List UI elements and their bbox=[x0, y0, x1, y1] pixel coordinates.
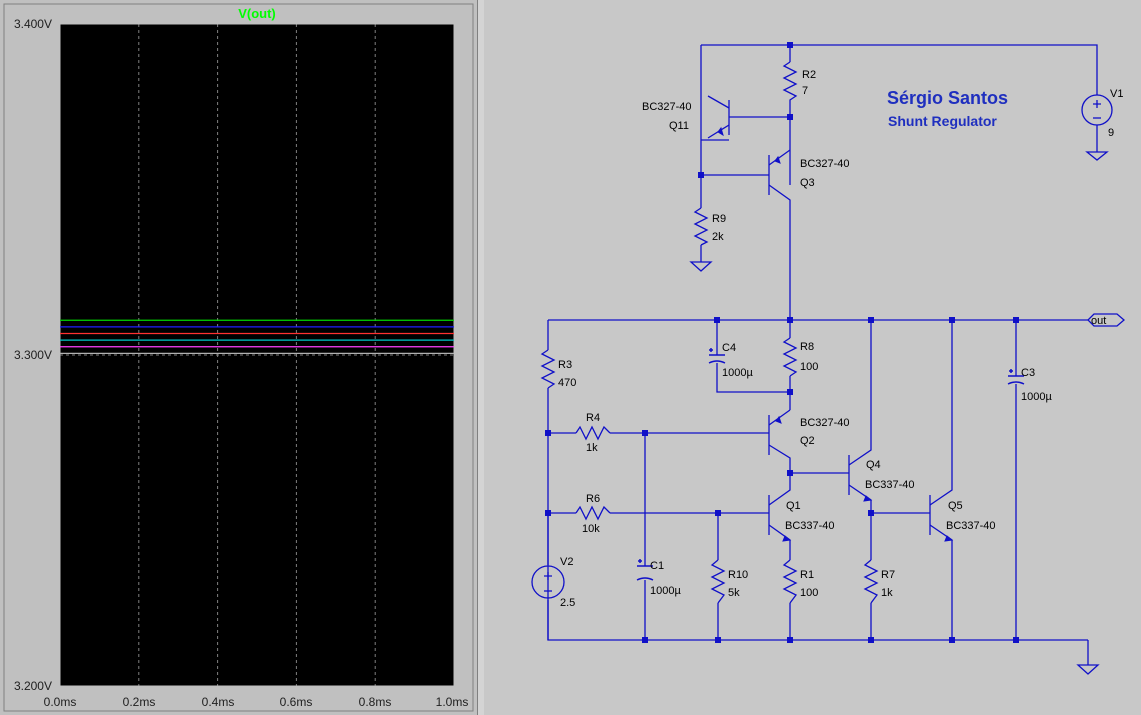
schematic-pane[interactable]: Sérgio Santos Shunt Regulator out R2 7 B… bbox=[484, 0, 1141, 715]
resistor-R8[interactable] bbox=[782, 337, 798, 377]
component-name[interactable]: V1 bbox=[1110, 88, 1123, 100]
plot-series bbox=[60, 319, 454, 354]
component-value[interactable]: 1000µ bbox=[722, 367, 753, 379]
component-name[interactable]: R4 bbox=[586, 412, 600, 424]
component-name[interactable]: Q4 bbox=[866, 459, 881, 471]
component-model[interactable]: BC337-40 bbox=[946, 520, 996, 532]
resistor-R10[interactable] bbox=[710, 559, 726, 604]
x-tick-label: 0.8ms bbox=[359, 695, 392, 709]
resistor-symbols bbox=[540, 61, 879, 604]
x-tick-label: 0.0ms bbox=[44, 695, 77, 709]
component-model[interactable]: BC337-40 bbox=[865, 479, 915, 491]
transistor-arrows bbox=[717, 126, 954, 542]
net-label-out[interactable]: out bbox=[1091, 315, 1106, 327]
component-name[interactable]: C1 bbox=[650, 560, 664, 572]
y-tick-label: 3.300V bbox=[14, 348, 52, 362]
resistor-R6[interactable] bbox=[575, 505, 611, 521]
component-value[interactable]: 5k bbox=[728, 587, 740, 599]
ground-icon bbox=[689, 261, 713, 272]
schematic-canvas[interactable]: Sérgio Santos Shunt Regulator out R2 7 B… bbox=[484, 0, 1141, 715]
resistor-R1[interactable] bbox=[782, 559, 798, 604]
capacitor-C4[interactable] bbox=[708, 348, 726, 364]
ground-symbols bbox=[689, 151, 1109, 675]
capacitor-C3[interactable] bbox=[1007, 369, 1025, 385]
component-name[interactable]: Q5 bbox=[948, 500, 963, 512]
component-value[interactable]: 1k bbox=[881, 587, 893, 599]
component-value[interactable]: 10k bbox=[582, 523, 600, 535]
ground-icon bbox=[1085, 151, 1109, 161]
component-name[interactable]: R9 bbox=[712, 213, 726, 225]
component-name[interactable]: R10 bbox=[728, 569, 748, 581]
x-tick-label: 0.4ms bbox=[202, 695, 235, 709]
junction-dots bbox=[545, 42, 1019, 643]
plot-gridlines bbox=[59, 23, 455, 687]
plot-area[interactable] bbox=[60, 24, 454, 686]
waveform-plot-pane[interactable]: V(out) 3.400V 3.300V 3.200V 0.0ms 0.2ms … bbox=[0, 0, 477, 715]
resistor-R7[interactable] bbox=[863, 559, 879, 604]
voltage-source-V2[interactable] bbox=[531, 565, 565, 599]
trace-title[interactable]: V(out) bbox=[238, 6, 276, 21]
component-name[interactable]: Q11 bbox=[669, 120, 689, 132]
component-name[interactable]: V2 bbox=[560, 556, 573, 568]
plot-border bbox=[59, 23, 455, 687]
component-model[interactable]: BC327-40 bbox=[800, 158, 850, 170]
resistor-R9[interactable] bbox=[693, 207, 709, 246]
schematic-subtitle: Shunt Regulator bbox=[888, 113, 997, 129]
author-title: Sérgio Santos bbox=[887, 88, 1008, 108]
component-name[interactable]: R8 bbox=[800, 341, 814, 353]
y-tick-label: 3.400V bbox=[14, 17, 52, 31]
component-value[interactable]: 470 bbox=[558, 377, 576, 389]
y-tick-label: 3.200V bbox=[14, 679, 52, 693]
component-name[interactable]: Q3 bbox=[800, 177, 815, 189]
x-tick-label: 1.0ms bbox=[436, 695, 469, 709]
component-value[interactable]: 1000µ bbox=[650, 585, 681, 597]
component-model[interactable]: BC337-40 bbox=[785, 520, 835, 532]
component-name[interactable]: C4 bbox=[722, 342, 736, 354]
component-name[interactable]: R7 bbox=[881, 569, 895, 581]
component-value[interactable]: 2.5 bbox=[560, 597, 575, 609]
component-value[interactable]: 100 bbox=[800, 587, 818, 599]
capacitor-symbols bbox=[636, 348, 1025, 581]
component-value[interactable]: 1k bbox=[586, 442, 598, 454]
component-name[interactable]: C3 bbox=[1021, 367, 1035, 379]
x-tick-label: 0.6ms bbox=[280, 695, 313, 709]
x-tick-label: 0.2ms bbox=[123, 695, 156, 709]
ground-icon bbox=[1076, 664, 1100, 675]
component-name[interactable]: R2 bbox=[802, 69, 816, 81]
component-name[interactable]: R6 bbox=[586, 493, 600, 505]
component-name[interactable]: R1 bbox=[800, 569, 814, 581]
component-name[interactable]: Q2 bbox=[800, 435, 815, 447]
resistor-R2[interactable] bbox=[782, 61, 798, 104]
component-name[interactable]: R3 bbox=[558, 359, 572, 371]
voltage-source-symbols bbox=[531, 94, 1113, 599]
component-value[interactable]: 9 bbox=[1108, 127, 1114, 139]
schematic-wires bbox=[547, 44, 1125, 665]
component-value[interactable]: 1000µ bbox=[1021, 391, 1052, 403]
component-model[interactable]: BC327-40 bbox=[800, 417, 850, 429]
component-value[interactable]: 100 bbox=[800, 361, 818, 373]
component-value[interactable]: 2k bbox=[712, 231, 724, 243]
voltage-source-V1[interactable] bbox=[1081, 94, 1113, 126]
resistor-R4[interactable] bbox=[575, 425, 611, 441]
resistor-R3[interactable] bbox=[540, 349, 556, 389]
waveform-plot[interactable]: V(out) 3.400V 3.300V 3.200V 0.0ms 0.2ms … bbox=[0, 0, 477, 715]
component-value[interactable]: 7 bbox=[802, 85, 808, 97]
component-name[interactable]: Q1 bbox=[786, 500, 801, 512]
component-model[interactable]: BC327-40 bbox=[642, 101, 692, 113]
capacitor-C1[interactable] bbox=[636, 559, 654, 581]
